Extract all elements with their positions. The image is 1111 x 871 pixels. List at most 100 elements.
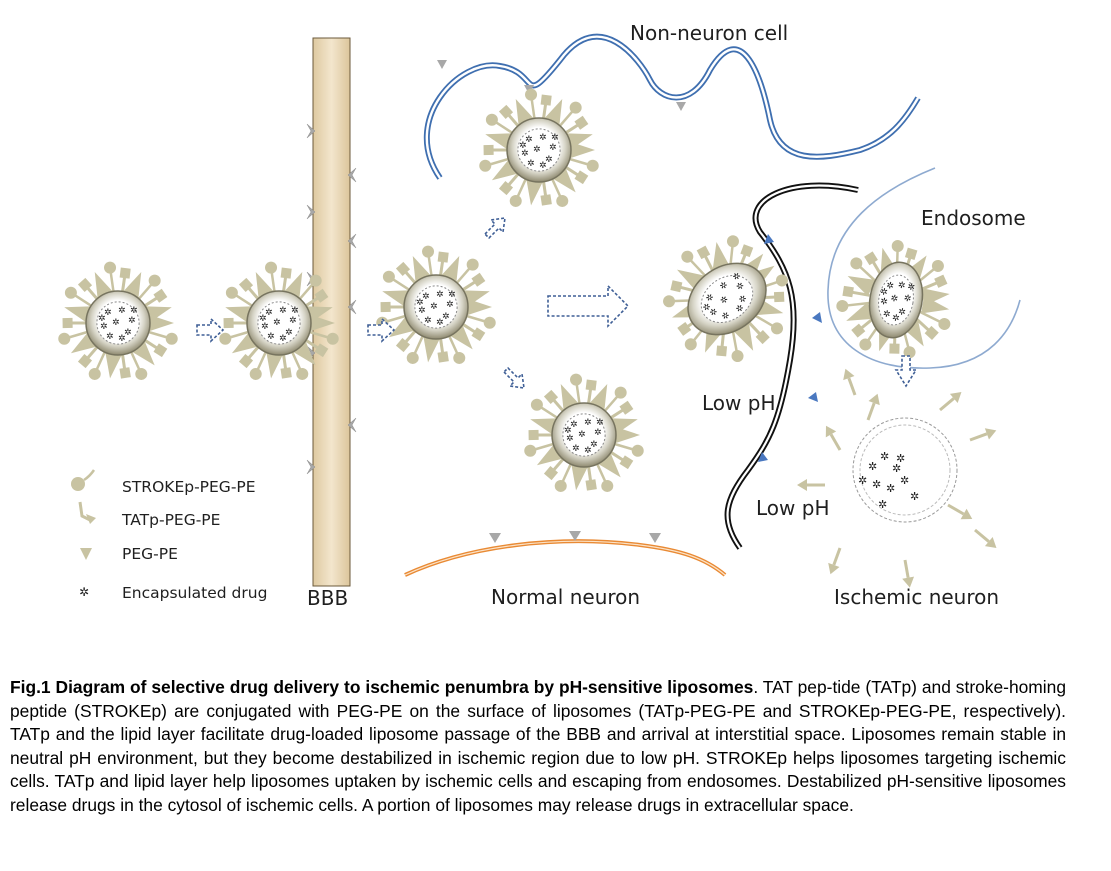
- svg-text:✲: ✲: [416, 298, 424, 308]
- liposome: ✲✲✲✲✲✲✲✲✲✲: [836, 240, 951, 359]
- liposome: ✲✲✲✲✲✲✲✲✲✲: [58, 261, 178, 380]
- svg-text:✲: ✲: [104, 308, 112, 318]
- svg-text:✲: ✲: [566, 434, 574, 444]
- svg-text:✲: ✲: [289, 316, 297, 326]
- svg-text:✲: ✲: [285, 328, 293, 338]
- legend-label-strokep: STROKEp-PEG-PE: [122, 478, 256, 496]
- svg-text:✲: ✲: [731, 271, 743, 284]
- svg-text:✲: ✲: [291, 306, 299, 316]
- svg-text:✲: ✲: [279, 334, 287, 344]
- svg-text:✲: ✲: [584, 418, 592, 428]
- svg-text:✲: ✲: [594, 428, 602, 438]
- released-drug-cluster: ✲✲✲✲✲✲✲✲✲✲: [852, 417, 958, 523]
- svg-text:✲: ✲: [900, 474, 909, 487]
- endosome-label: Endosome: [921, 206, 1026, 230]
- svg-text:✲: ✲: [521, 149, 529, 159]
- svg-text:✲: ✲: [533, 145, 541, 155]
- ball-on-stem-icon: [71, 469, 96, 491]
- caption-body: . TAT pep-tide (TATp) and stroke-homing …: [10, 677, 1066, 815]
- non-neuron-cell-membrane: [424, 33, 921, 180]
- non-neuron-cell-label: Non-neuron cell: [630, 21, 788, 45]
- svg-text:✲: ✲: [448, 290, 456, 300]
- svg-text:✲: ✲: [907, 282, 916, 293]
- svg-text:✲: ✲: [418, 306, 426, 316]
- svg-text:✲: ✲: [868, 460, 877, 473]
- svg-text:✲: ✲: [878, 498, 887, 511]
- svg-text:✲: ✲: [112, 318, 120, 328]
- legend: STROKEp-PEG-PE TATp-PEG-PE PEG-PE ✲ Enca…: [71, 469, 267, 602]
- svg-text:✲: ✲: [259, 314, 267, 324]
- legend-label-tatp: TATp-PEG-PE: [121, 511, 220, 529]
- liposome: ✲✲✲✲✲✲✲✲✲✲: [479, 88, 599, 207]
- liposome: ✲✲✲✲✲✲✲✲✲✲: [524, 373, 644, 492]
- svg-text:✲: ✲: [704, 292, 716, 305]
- svg-text:✲: ✲: [446, 300, 454, 310]
- svg-text:✲: ✲: [572, 444, 580, 454]
- svg-text:✲: ✲: [130, 306, 138, 316]
- svg-text:✲: ✲: [124, 328, 132, 338]
- svg-text:✲: ✲: [424, 316, 432, 326]
- liposome: ✲✲✲✲✲✲✲✲✲✲: [663, 235, 788, 363]
- svg-text:✲: ✲: [422, 292, 430, 302]
- liposome: ✲✲✲✲✲✲✲✲✲✲: [376, 245, 496, 364]
- svg-text:✲: ✲: [720, 310, 732, 323]
- transport-arrows: [196, 217, 918, 389]
- arrow-endosome: [894, 355, 918, 388]
- svg-text:✲: ✲: [578, 430, 586, 440]
- svg-text:✲: ✲: [590, 440, 598, 450]
- legend-label-drug: Encapsulated drug: [122, 584, 267, 602]
- svg-text:✲: ✲: [718, 280, 730, 293]
- svg-text:✲: ✲: [436, 318, 444, 328]
- svg-text:✲: ✲: [701, 302, 713, 315]
- drug-star-icon: ✲: [79, 585, 89, 599]
- svg-text:✲: ✲: [734, 303, 746, 316]
- svg-text:✲: ✲: [525, 135, 533, 145]
- svg-text:✲: ✲: [261, 322, 269, 332]
- svg-text:✲: ✲: [892, 462, 901, 475]
- svg-text:✲: ✲: [128, 316, 136, 326]
- svg-text:✲: ✲: [903, 294, 912, 305]
- figure-caption: Fig.1 Diagram of selective drug delivery…: [10, 676, 1066, 818]
- endosome-membrane: [827, 167, 1021, 369]
- svg-text:✲: ✲: [545, 155, 553, 165]
- low-ph-label-1: Low pH: [702, 391, 775, 415]
- bent-tail-icon: [78, 501, 96, 524]
- ischemic-neuron-label: Ischemic neuron: [834, 585, 999, 609]
- svg-text:✲: ✲: [442, 312, 450, 322]
- ischemic-neuron-membrane: [724, 182, 859, 550]
- svg-text:✲: ✲: [273, 318, 281, 328]
- bbb-label: BBB: [307, 586, 348, 610]
- svg-text:✲: ✲: [897, 307, 906, 318]
- svg-text:✲: ✲: [885, 281, 894, 292]
- normal-neuron-membrane: [404, 531, 727, 577]
- svg-text:✲: ✲: [265, 308, 273, 318]
- svg-text:✲: ✲: [879, 297, 888, 308]
- normal-neuron-label: Normal neuron: [491, 585, 640, 609]
- svg-text:✲: ✲: [880, 450, 889, 463]
- svg-text:✲: ✲: [539, 161, 547, 171]
- svg-text:✲: ✲: [910, 490, 919, 503]
- svg-text:✲: ✲: [267, 332, 275, 342]
- svg-text:✲: ✲: [735, 281, 747, 294]
- liposome-group: ✲✲✲✲✲✲✲✲✲✲✲✲✲✲✲✲✲✲✲✲✲✲✲✲✲✲✲✲✲✲✲✲✲✲✲✲✲✲✲✲…: [58, 88, 951, 492]
- arrow-1: [196, 317, 225, 343]
- svg-text:✲: ✲: [551, 133, 559, 143]
- svg-text:✲: ✲: [570, 420, 578, 430]
- svg-text:✲: ✲: [430, 302, 438, 312]
- liposome: ✲✲✲✲✲✲✲✲✲✲: [219, 261, 339, 380]
- svg-text:✲: ✲: [539, 133, 547, 143]
- svg-text:✲: ✲: [100, 322, 108, 332]
- svg-text:✲: ✲: [106, 332, 114, 342]
- svg-text:✲: ✲: [519, 141, 527, 151]
- arrow-down: [502, 366, 525, 389]
- triangle-icon: [80, 548, 92, 560]
- svg-text:✲: ✲: [890, 294, 899, 305]
- svg-text:✲: ✲: [897, 281, 906, 292]
- svg-text:✲: ✲: [896, 452, 905, 465]
- svg-text:✲: ✲: [118, 306, 126, 316]
- svg-text:✲: ✲: [708, 307, 720, 320]
- svg-text:✲: ✲: [886, 482, 895, 495]
- low-ph-label-2: Low pH: [756, 496, 829, 520]
- svg-text:✲: ✲: [872, 478, 881, 491]
- svg-text:✲: ✲: [527, 159, 535, 169]
